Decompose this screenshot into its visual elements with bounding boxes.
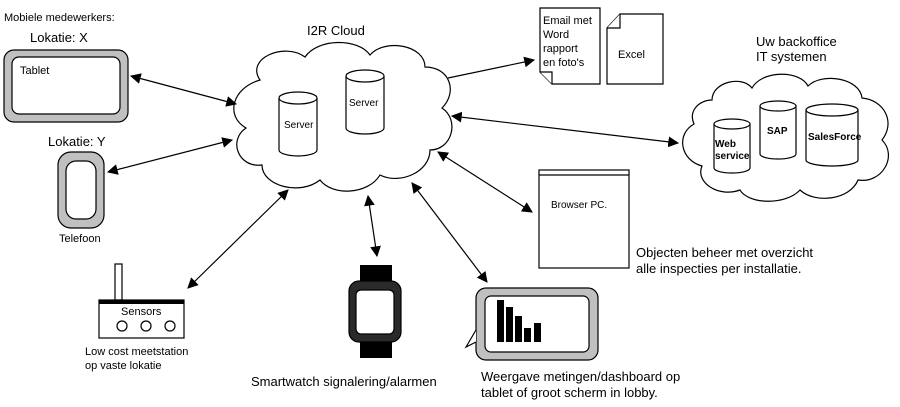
excel-label: Excel — [618, 49, 645, 61]
tablet-label: Tablet — [20, 65, 49, 77]
browser-pc-caption: Objecten beheer met overzicht alle inspe… — [636, 245, 817, 276]
arrow-dashboard-cloud — [411, 182, 488, 283]
arrow-cloud-browser — [437, 151, 533, 213]
server-cylinder-2 — [345, 69, 385, 135]
server-1-label: Server — [284, 120, 314, 131]
server-cylinder-1 — [278, 91, 318, 157]
arrow-phone-cloud — [106, 137, 234, 175]
smartwatch-caption: Smartwatch signalering/alarmen — [251, 374, 437, 389]
arrow-sensors-cloud — [187, 189, 289, 289]
dashboard-bar-5 — [534, 323, 541, 342]
salesforce-cylinder — [805, 103, 859, 167]
dashboard-bar-2 — [506, 307, 513, 342]
sap-label: SAP — [767, 126, 788, 137]
webservice-label: Web service — [715, 139, 750, 162]
phone-device — [57, 151, 105, 229]
dashboard-bar-3 — [515, 316, 522, 342]
cloud-title: I2R Cloud — [307, 23, 365, 38]
arrow-cloud-backoffice — [450, 111, 680, 148]
dashboard-tablet — [464, 287, 599, 361]
salesforce-label: SalesForce — [808, 132, 862, 143]
excel-document — [606, 13, 664, 85]
sap-cylinder — [759, 100, 797, 160]
dashboard-bar-chart — [497, 300, 541, 342]
email-document-text: Email met Word rapport en foto's — [543, 15, 595, 69]
arrow-smartwatch-cloud — [364, 194, 381, 258]
dashboard-bar-4 — [524, 328, 531, 342]
smartwatch-device — [348, 265, 402, 358]
mobile-workers-heading: Mobiele medewerkers: — [4, 12, 115, 24]
browser-pc-label: Browser PC. — [551, 200, 607, 211]
sensors-caption: Low cost meetstation op vaste lokatie — [85, 346, 191, 372]
backoffice-title: Uw backoffice IT systemen — [756, 34, 840, 64]
dashboard-bar-1 — [497, 300, 504, 342]
dashboard-caption: Weergave metingen/dashboard op tablet of… — [481, 369, 684, 400]
arrow-cloud-email — [447, 56, 536, 79]
browser-pc-window — [538, 169, 630, 269]
server-2-label: Server — [349, 98, 379, 109]
i2r-cloud-shape — [233, 41, 453, 192]
location-x-label: Lokatie: X — [30, 30, 88, 45]
phone-label: Telefoon — [59, 233, 101, 245]
location-y-label: Lokatie: Y — [48, 134, 106, 149]
sensors-label: Sensors — [121, 306, 162, 318]
arrow-tablet-cloud — [129, 73, 238, 107]
email-document — [539, 7, 601, 85]
webservice-cylinder — [713, 118, 751, 174]
tablet-device — [3, 49, 129, 123]
sensor-station — [98, 263, 185, 339]
